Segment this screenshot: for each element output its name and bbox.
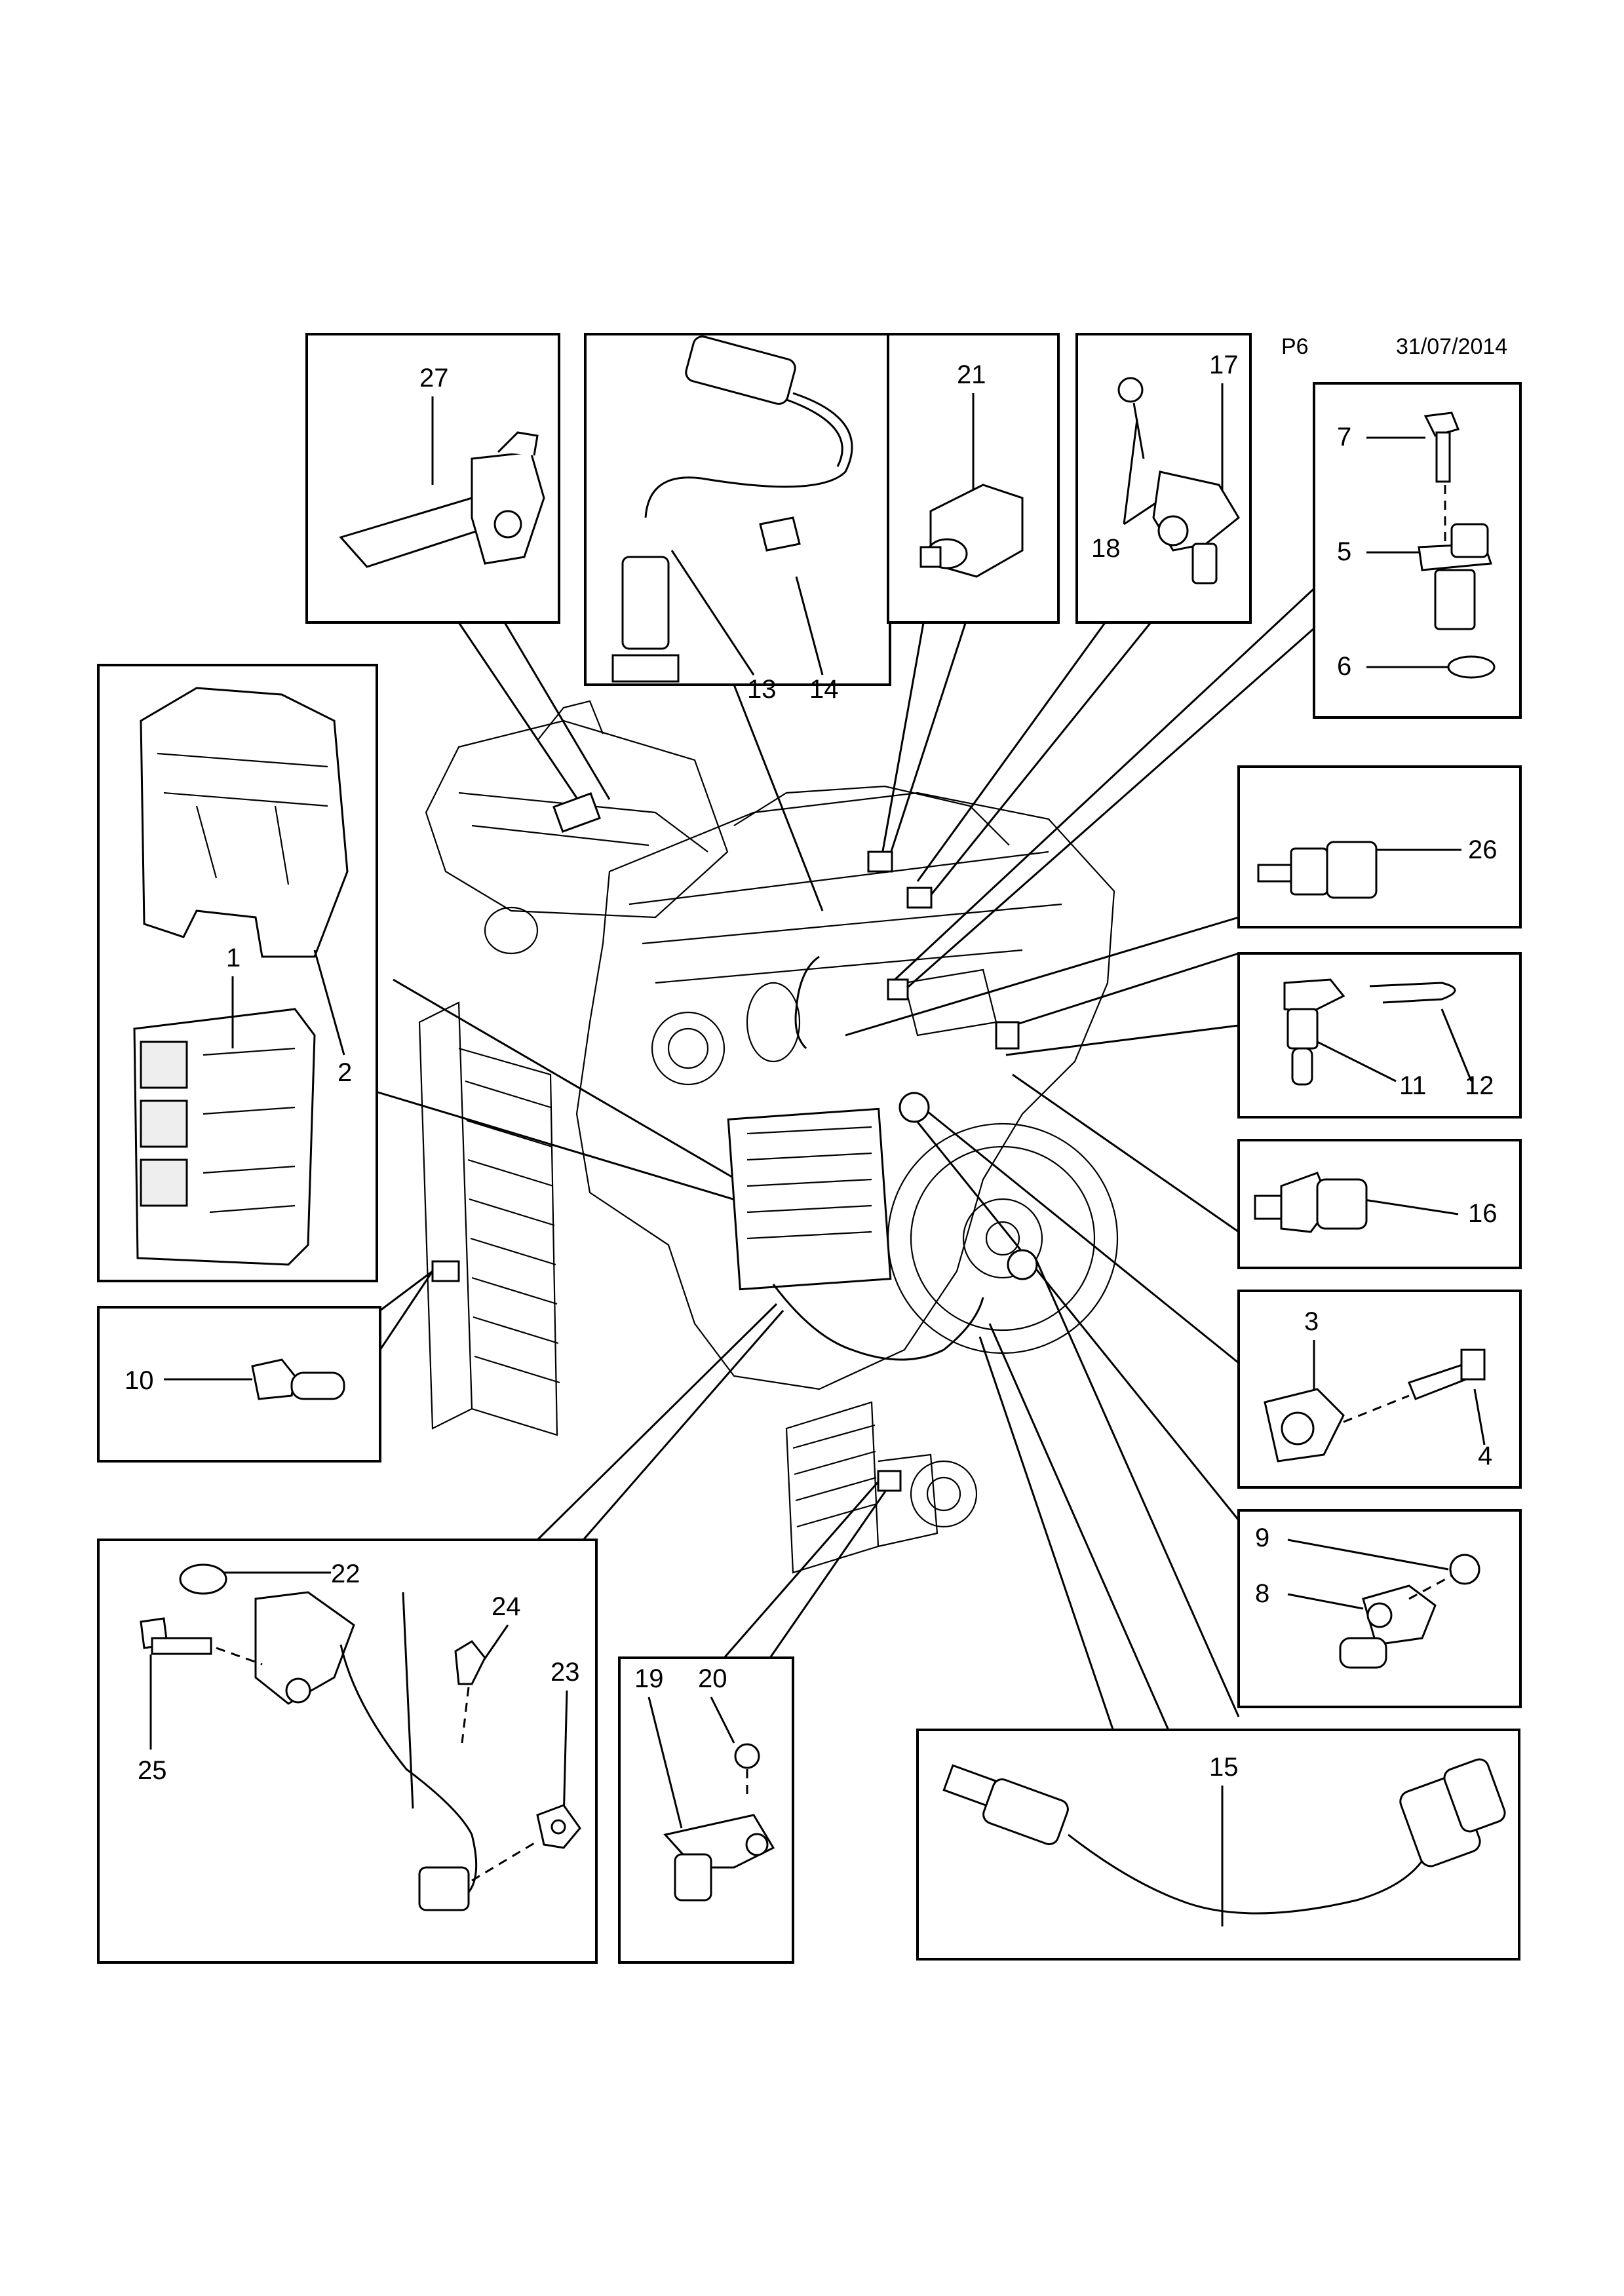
callout-21: 21 [957,360,986,389]
callout-5: 5 [1337,537,1351,566]
callout-2: 2 [338,1058,352,1087]
callout-8: 8 [1255,1579,1269,1608]
box-1-2: 1 2 [97,664,378,1282]
callout-27: 27 [419,364,449,392]
box-16: 16 [1237,1139,1522,1269]
engine-assembly [418,700,1119,1574]
callout-10: 10 [125,1366,154,1395]
callout-23: 23 [551,1658,580,1687]
leader-lines [373,572,1377,1734]
box-26: 26 [1237,765,1522,928]
box-11-12: 11 12 [1237,952,1522,1119]
box-15: 15 [916,1729,1520,1961]
box-21: 21 [887,333,1060,624]
callout-17: 17 [1209,351,1239,379]
box-19-20: 19 20 [618,1656,794,1964]
callout-26: 26 [1468,835,1498,864]
callout-24: 24 [492,1592,521,1621]
callout-4: 4 [1478,1442,1492,1470]
page-code: P6 [1281,334,1309,359]
box-8-9: 9 8 [1237,1509,1522,1708]
diagram-date: 31/07/2014 [1396,334,1507,359]
callout-11: 11 [1399,1071,1427,1100]
callout-19: 19 [634,1664,664,1693]
callout-13: 13 [747,675,777,704]
callout-22: 22 [331,1559,360,1588]
box-17-18: 17 18 [1075,333,1252,624]
box-13-14: 13 14 [584,333,891,704]
callout-1: 1 [226,944,241,972]
callout-3: 3 [1304,1307,1319,1336]
callout-25: 25 [138,1756,167,1785]
callout-6: 6 [1337,652,1351,681]
box-27: 27 [305,333,560,624]
box-22-25: 22 24 23 25 [97,1539,598,1964]
box-5-6-7: 7 5 6 [1313,382,1522,719]
callout-20: 20 [698,1664,727,1693]
callout-14: 14 [809,675,839,704]
callout-15: 15 [1209,1753,1239,1782]
callout-16: 16 [1468,1199,1498,1228]
callout-18: 18 [1091,534,1121,563]
callout-7: 7 [1337,423,1351,451]
callout-9: 9 [1255,1523,1269,1552]
box-3-4: 3 4 [1237,1290,1522,1489]
box-10: 10 [97,1306,381,1463]
